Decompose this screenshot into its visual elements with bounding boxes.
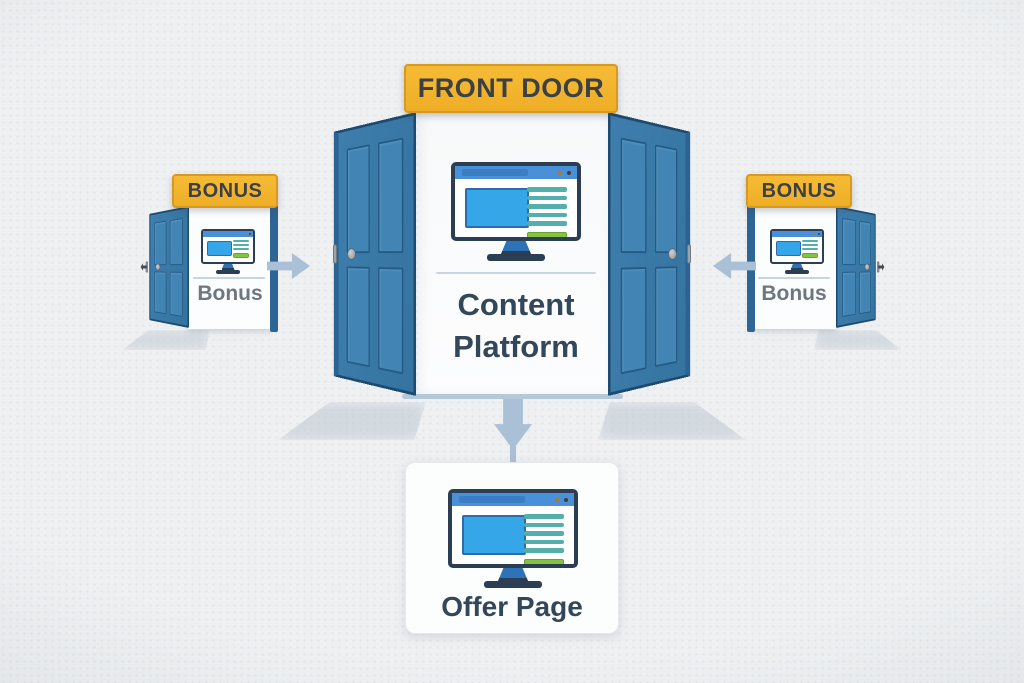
- door-shadow: [122, 330, 210, 350]
- browser-dot-icon: [563, 497, 568, 502]
- bonus-label: Bonus: [197, 282, 263, 305]
- browser-dot-icon: [245, 233, 247, 236]
- hero-image-placeholder: [465, 188, 529, 228]
- threshold-line: [402, 394, 623, 399]
- bonus-label: Bonus: [761, 282, 827, 305]
- content-platform-label: Content Platform: [453, 287, 579, 364]
- browser-monitor-icon: [448, 489, 578, 588]
- front-door-left-leaf: [333, 112, 416, 396]
- door-shadow: [278, 402, 426, 440]
- text-lines-placeholder: [802, 240, 818, 258]
- arrow-down-icon: [494, 396, 532, 463]
- browser-monitor-icon: [201, 229, 255, 274]
- bonus-banner-left: BONUS: [172, 174, 278, 208]
- text-lines-placeholder: [524, 514, 564, 564]
- monitor-stand: [221, 264, 235, 270]
- monitor-screen: [770, 229, 824, 264]
- cta-button-placeholder: [802, 253, 818, 258]
- browser-monitor-icon: [770, 229, 824, 274]
- monitor-stand: [501, 241, 531, 254]
- door-knob-icon: [347, 248, 356, 260]
- hero-image-placeholder: [462, 515, 526, 555]
- monitor-base: [487, 254, 545, 261]
- address-bar: [459, 495, 526, 503]
- front-door-opening: Content Platform: [418, 112, 615, 397]
- divider-line: [193, 277, 265, 279]
- front-door-banner: FRONT DOOR: [404, 64, 618, 113]
- browser-dot-icon: [566, 170, 571, 175]
- cta-button-placeholder: [233, 253, 249, 258]
- browser-dot-icon: [555, 497, 560, 502]
- door-shadow: [598, 402, 746, 440]
- bonus-door-right-leaf: [836, 206, 876, 328]
- offer-page-card: Offer Page: [405, 462, 619, 634]
- monitor-screen: [451, 162, 581, 241]
- browser-bar: [455, 166, 577, 179]
- offer-page-label: Offer Page: [441, 591, 583, 622]
- browser-bar: [203, 231, 253, 237]
- door-shadow: [814, 330, 902, 350]
- browser-bar: [452, 493, 574, 506]
- browser-monitor-icon: [451, 162, 581, 261]
- front-door-right-leaf: [608, 112, 691, 396]
- door-knob-icon: [864, 263, 870, 271]
- browser-dot-icon: [248, 233, 251, 236]
- monitor-stand: [790, 264, 804, 270]
- text-lines-placeholder: [233, 240, 249, 258]
- monitor-screen: [448, 489, 578, 568]
- door-knob-icon: [155, 263, 161, 271]
- bonus-banner-right: BONUS: [746, 174, 852, 208]
- browser-bar: [772, 231, 822, 237]
- monitor-screen: [201, 229, 255, 264]
- cta-button-placeholder: [524, 558, 564, 564]
- bonus-door-left-leaf: [149, 206, 189, 328]
- latch-plate: [333, 244, 337, 264]
- browser-dot-icon: [814, 233, 816, 236]
- address-bar: [462, 168, 529, 176]
- latch-plate: [687, 244, 691, 264]
- monitor-base: [216, 270, 240, 274]
- hero-image-placeholder: [776, 241, 801, 256]
- divider-line: [758, 277, 830, 279]
- hero-image-placeholder: [207, 241, 232, 256]
- text-lines-placeholder: [527, 187, 567, 237]
- divider-line: [436, 272, 596, 274]
- door-knob-icon: [668, 248, 677, 260]
- cta-button-placeholder: [527, 231, 567, 237]
- browser-dot-icon: [817, 233, 820, 236]
- monitor-base: [785, 270, 809, 274]
- browser-dot-icon: [558, 170, 563, 175]
- monitor-stand: [498, 568, 528, 581]
- monitor-base: [484, 581, 542, 588]
